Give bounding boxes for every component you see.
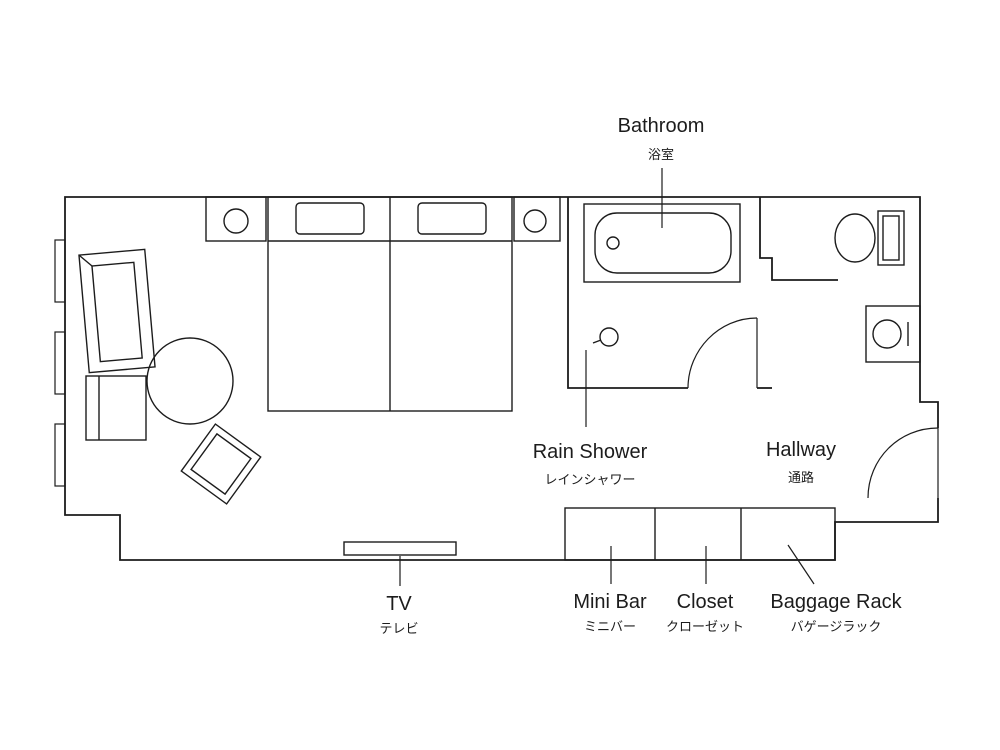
armchair bbox=[85, 375, 147, 441]
outer-boundary bbox=[64, 196, 939, 561]
baggage-rack-label: Baggage Rack bbox=[770, 591, 902, 613]
hallway-label-ja: 通路 bbox=[788, 470, 814, 485]
bathtub-basin bbox=[594, 212, 732, 274]
storage-block bbox=[564, 507, 836, 561]
toilet-bowl-icon bbox=[834, 213, 876, 263]
storage-outline bbox=[564, 507, 836, 561]
window-icon bbox=[54, 239, 66, 303]
bathroom-walls bbox=[567, 197, 688, 389]
window-icon bbox=[54, 423, 66, 487]
nightstand-outline bbox=[205, 196, 267, 242]
mini-bar-label-ja: ミニバー bbox=[584, 619, 636, 634]
armchair-outline bbox=[85, 375, 147, 441]
toilet bbox=[834, 210, 905, 266]
rain-shower-label-ja: レインシャワー bbox=[544, 472, 635, 487]
toilet-tank-inner bbox=[882, 215, 900, 261]
sofa-outline bbox=[78, 248, 156, 374]
baggage-rack-leader bbox=[787, 544, 815, 585]
tv-board bbox=[343, 541, 457, 556]
chair-seat bbox=[190, 432, 252, 496]
sink-counter bbox=[865, 305, 921, 363]
sink bbox=[865, 305, 921, 363]
entry-door bbox=[867, 427, 939, 499]
shower-head-icon bbox=[599, 327, 619, 347]
toilet-room-walls bbox=[759, 197, 838, 281]
baggage-rack-label-ja: バゲージラック bbox=[791, 619, 882, 634]
interior-walls bbox=[567, 197, 838, 389]
rain-shower-label: Rain Shower bbox=[533, 441, 648, 463]
hallway-label: Hallway bbox=[766, 439, 836, 461]
nightstand-outline bbox=[513, 196, 561, 242]
nightstand-left bbox=[205, 196, 267, 242]
lamp-icon bbox=[523, 209, 547, 233]
chair-outline bbox=[180, 423, 262, 505]
window-icon bbox=[54, 331, 66, 395]
labels: Bathroom 浴室 Rain Shower レインシャワー Hallway … bbox=[379, 115, 902, 636]
bathtub-faucet-icon bbox=[606, 236, 620, 250]
pillow-icon bbox=[417, 202, 487, 235]
chair bbox=[180, 423, 262, 505]
leader-lines bbox=[399, 168, 815, 586]
mini-bar-label: Mini Bar bbox=[573, 591, 647, 613]
windows bbox=[54, 239, 66, 487]
sofa-corner-line bbox=[78, 254, 93, 267]
sink-basin-icon bbox=[872, 319, 902, 349]
tv-label-ja: テレビ bbox=[379, 621, 418, 636]
sofa bbox=[78, 248, 156, 374]
bathroom-door bbox=[687, 317, 758, 389]
outer-walls bbox=[64, 196, 939, 561]
tv-label: TV bbox=[386, 593, 412, 615]
sofa-seat bbox=[91, 261, 143, 363]
twin-beds bbox=[267, 196, 513, 412]
lamp-icon bbox=[223, 208, 249, 234]
round-table bbox=[146, 337, 234, 425]
bathroom-door-swing-arc bbox=[687, 317, 758, 389]
bathroom-label: Bathroom bbox=[618, 115, 705, 137]
bathroom-label-ja: 浴室 bbox=[648, 147, 674, 162]
pillow-icon bbox=[295, 202, 365, 235]
nightstand-right bbox=[513, 196, 561, 242]
closet-label-ja: クローゼット bbox=[666, 619, 744, 634]
rain-shower-head bbox=[592, 327, 619, 347]
entry-door-swing-arc bbox=[867, 427, 939, 499]
shower-arm-icon bbox=[592, 339, 602, 344]
toilet-tank bbox=[877, 210, 905, 266]
closet-label: Closet bbox=[677, 591, 734, 613]
